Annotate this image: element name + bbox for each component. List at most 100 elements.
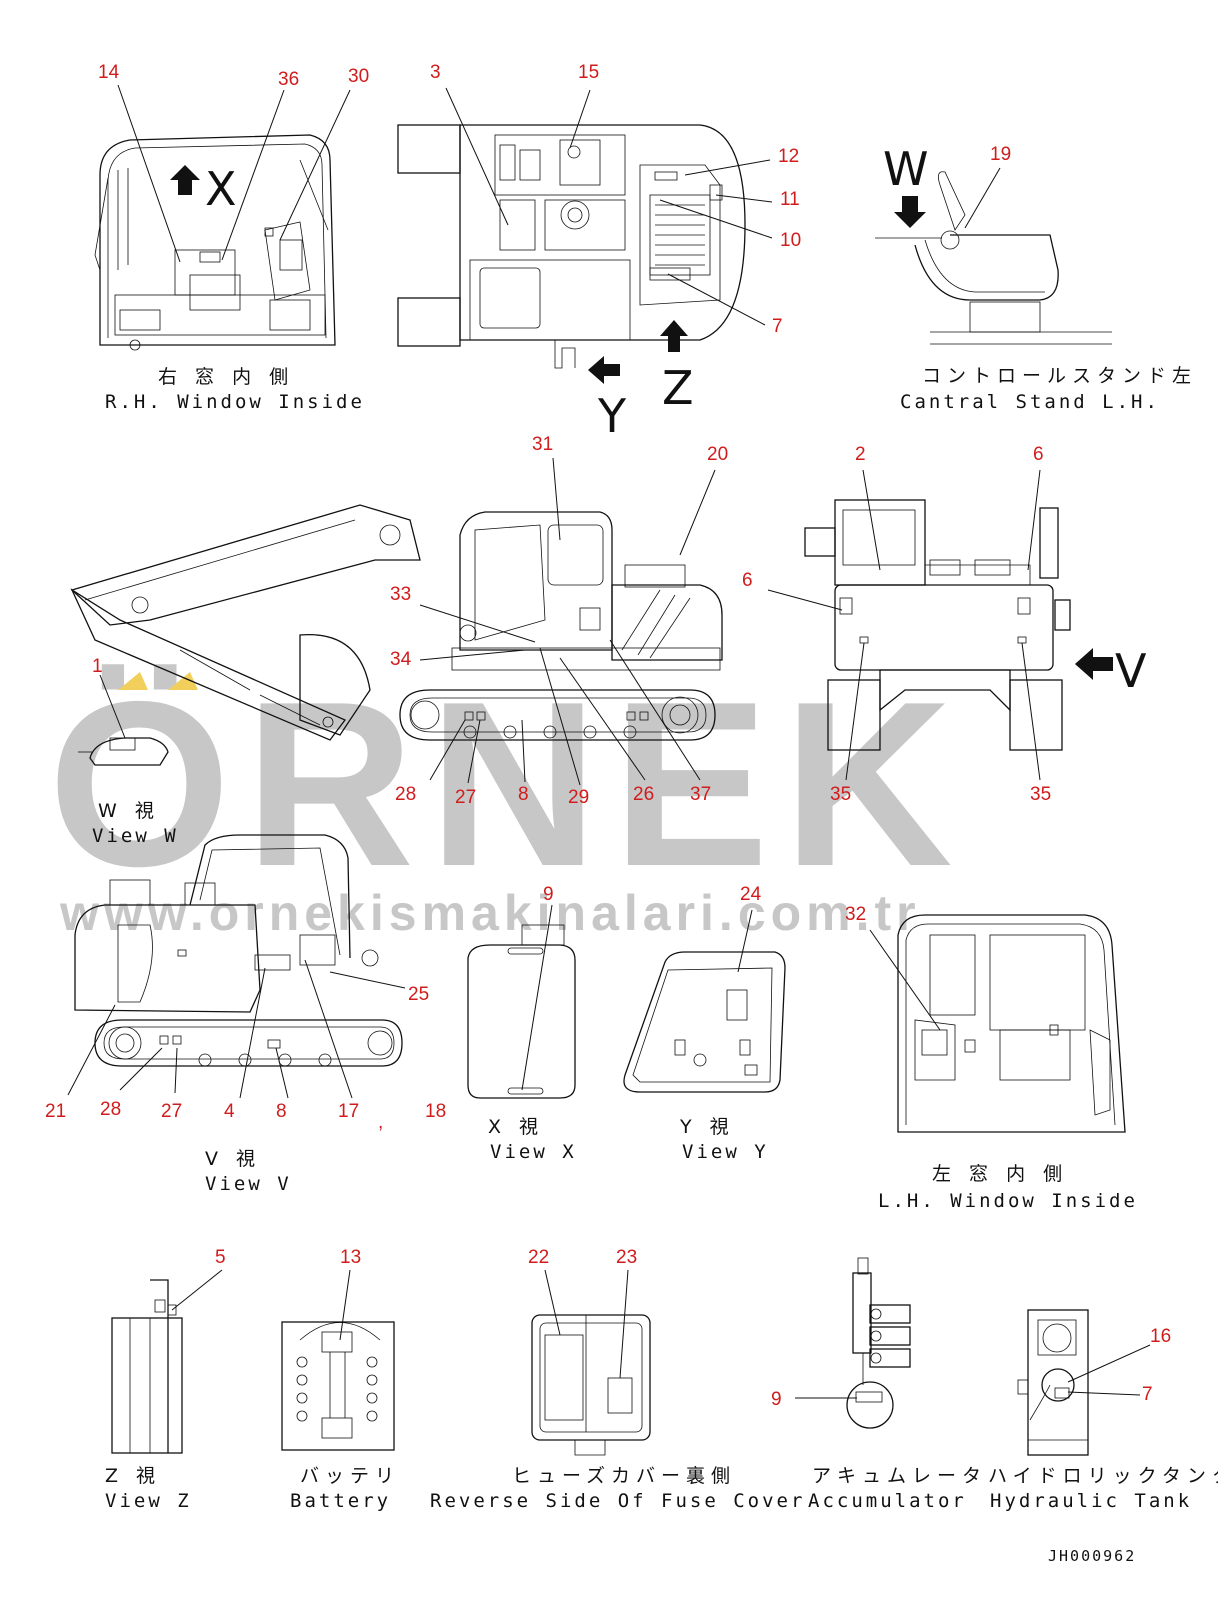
callout-1: 1 — [92, 656, 103, 677]
arrow-x-label: X — [205, 162, 237, 216]
callout-2: 2 — [855, 444, 866, 465]
leader-24 — [737, 909, 753, 973]
watermark-accent-left — [118, 672, 148, 690]
battery-drawing — [281, 1321, 395, 1451]
view-y-caption-en: View Y — [682, 1141, 769, 1163]
callout-23: 23 — [616, 1247, 637, 1268]
arrow-y-label: Y — [597, 389, 627, 443]
leader-8-v — [275, 1047, 289, 1099]
control-stand-drawing — [875, 171, 1112, 345]
callout-6-left: 6 — [742, 570, 753, 591]
callout-36: 36 — [278, 69, 299, 90]
leader-6-right — [1027, 469, 1041, 571]
callout-8-v: 8 — [276, 1101, 287, 1122]
leader-26 — [559, 657, 646, 781]
leader-6-left — [767, 589, 843, 611]
leader-36 — [221, 89, 285, 261]
view-v-drawing — [804, 499, 1071, 751]
callout-26: 26 — [633, 784, 654, 805]
callout-14: 14 — [98, 62, 120, 83]
rh-window-caption-jp: 右 窓 内 側 — [158, 366, 294, 388]
leader-2 — [862, 469, 881, 571]
view-w-caption-jp: W 視 — [98, 800, 160, 822]
leader-32 — [869, 929, 941, 1031]
leader-21 — [67, 1004, 116, 1096]
view-x-caption-en: View X — [490, 1141, 577, 1163]
arrow-w-label: W — [883, 142, 928, 196]
callout-15: 15 — [578, 62, 599, 83]
leader-22 — [544, 1269, 561, 1336]
view-v-caption-en: View V — [205, 1173, 292, 1195]
hydraulic-tank-drawing — [1017, 1309, 1089, 1456]
callout-16: 16 — [1150, 1326, 1171, 1347]
leader-34 — [419, 649, 526, 661]
leader-19 — [964, 167, 1001, 229]
callout-31: 31 — [532, 434, 553, 455]
callout-9-x: 9 — [543, 884, 554, 905]
view-y-drawing — [623, 951, 786, 1093]
leader-9-x — [521, 904, 553, 1091]
view-z-drawing — [111, 1279, 183, 1454]
callout-10: 10 — [780, 230, 801, 251]
leader-13 — [339, 1269, 351, 1341]
callout-20: 20 — [707, 444, 728, 465]
stray-mark: , — [378, 1112, 383, 1133]
callout-28-v: 28 — [100, 1099, 121, 1120]
leader-1 — [99, 674, 126, 739]
watermark-url: www.ornekismakinalari.com.tr — [59, 885, 921, 941]
leader-12 — [684, 159, 771, 176]
watermark: ÖRNEK www.ornekismakinalari.com.tr — [48, 652, 967, 941]
callout-18: 18 — [425, 1101, 446, 1122]
upper-structure-top-view — [397, 124, 746, 369]
drawing-code: JH000962 — [1048, 1547, 1136, 1565]
fuse-cover-drawing — [531, 1314, 651, 1456]
callout-35-right: 35 — [1030, 784, 1051, 805]
leader-29 — [539, 647, 581, 786]
fuse-cover-caption-jp: ヒューズカバー裏側 — [512, 1465, 736, 1487]
leader-15 — [569, 89, 591, 149]
accumulator-caption-jp: アキュムレータ — [812, 1465, 987, 1487]
callout-3: 3 — [430, 62, 441, 83]
view-w-drawing — [78, 737, 169, 766]
arrow-v-icon — [1075, 648, 1113, 680]
leader-28-v — [119, 1047, 163, 1091]
callout-6-right: 6 — [1033, 444, 1044, 465]
callout-21: 21 — [45, 1101, 66, 1122]
leader-37 — [609, 639, 701, 781]
leader-28-side — [429, 719, 466, 781]
view-z-caption-en: View Z — [105, 1490, 192, 1512]
view-y-caption-jp: Y 視 — [679, 1116, 735, 1138]
leader-14 — [117, 84, 181, 263]
leader-31 — [552, 457, 561, 541]
leader-30 — [279, 89, 351, 241]
callout-5: 5 — [215, 1247, 226, 1268]
arrow-v-label: V — [1115, 644, 1147, 698]
callout-30: 30 — [348, 66, 369, 87]
excavator-side-view — [70, 504, 723, 741]
leader-25 — [329, 971, 406, 989]
view-v-side-drawing — [74, 834, 403, 1067]
callout-27-v: 27 — [161, 1101, 182, 1122]
leader-27-v — [174, 1047, 178, 1094]
leader-23 — [619, 1269, 629, 1379]
accumulator-drawing — [846, 1257, 911, 1429]
arrow-w-icon — [894, 196, 926, 228]
watermark-brand: ÖRNEK — [48, 652, 967, 915]
accumulator-caption-en: Accumulator — [808, 1490, 967, 1512]
hydraulic-tank-caption-en: Hydraulic Tank — [990, 1490, 1192, 1512]
callout-4: 4 — [224, 1101, 235, 1122]
callout-28-side: 28 — [395, 784, 416, 805]
leader-35-right — [1021, 642, 1041, 781]
leader-35-left — [845, 642, 865, 781]
battery-caption-en: Battery — [290, 1490, 391, 1512]
callout-22: 22 — [528, 1247, 549, 1268]
callout-29: 29 — [568, 787, 589, 808]
view-v-caption-jp: V 視 — [205, 1148, 261, 1170]
callout-9-acc: 9 — [771, 1389, 782, 1410]
leader-20 — [679, 469, 716, 556]
callout-19: 19 — [990, 144, 1011, 165]
callout-35-left: 35 — [830, 784, 851, 805]
callout-12: 12 — [778, 146, 799, 167]
lh-window-caption-en: L.H. Window Inside — [878, 1190, 1138, 1212]
callout-11: 11 — [780, 189, 800, 210]
